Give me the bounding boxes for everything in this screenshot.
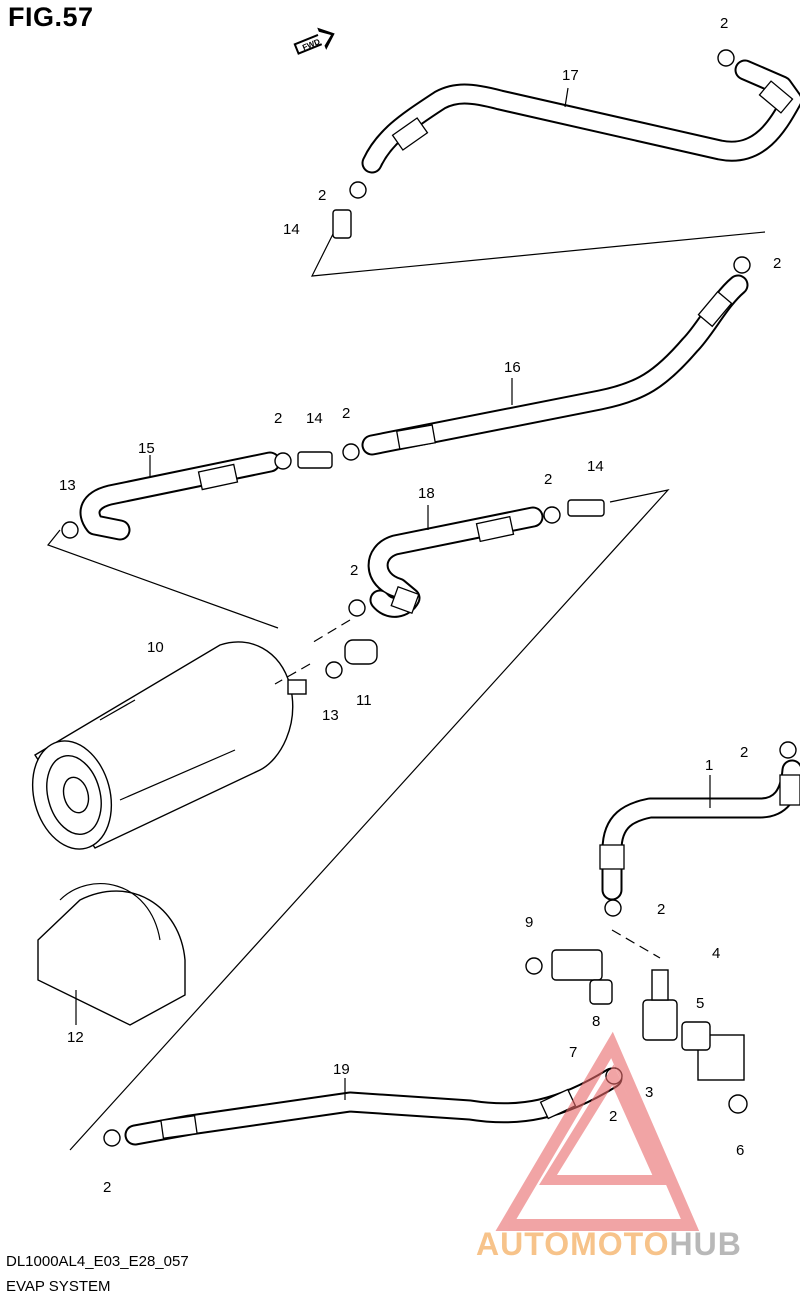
cap-11[interactable]	[344, 639, 378, 665]
clamp-2-upper[interactable]	[349, 181, 367, 199]
joint-14-upper[interactable]	[332, 209, 352, 239]
clamp-2-18-end[interactable]	[543, 506, 561, 524]
bracket-12[interactable]	[37, 883, 186, 1026]
callout-2d: 2	[274, 410, 282, 427]
clamp-2-hose1-top[interactable]	[779, 741, 797, 759]
joint-14-mid[interactable]	[297, 451, 333, 469]
hose-19[interactable]	[124, 1067, 623, 1146]
callout-2c: 2	[773, 255, 781, 272]
bracket-4[interactable]	[697, 1034, 745, 1081]
hose-16[interactable]	[361, 274, 749, 456]
cushion-8[interactable]	[589, 979, 613, 1005]
callout-8: 8	[592, 1013, 600, 1030]
clamp-2-hose1-bottom[interactable]	[604, 899, 622, 917]
section-name: EVAP SYSTEM	[6, 1278, 111, 1295]
callout-2h: 2	[740, 744, 748, 761]
callout-14a: 14	[283, 221, 300, 238]
fwd-label: FWD	[301, 37, 321, 52]
callout-10: 10	[147, 639, 164, 656]
callout-9: 9	[525, 914, 533, 931]
callout-17: 17	[562, 67, 579, 84]
callout-3: 3	[645, 1084, 653, 1101]
callout-2e: 2	[342, 405, 350, 422]
watermark-text-a: AUTOMOTO	[476, 1226, 670, 1262]
callout-2j: 2	[609, 1108, 617, 1125]
screw-9[interactable]	[525, 957, 543, 975]
callout-2g: 2	[350, 562, 358, 579]
joint-14-right[interactable]	[567, 499, 605, 517]
callout-13a: 13	[59, 477, 76, 494]
callout-6: 6	[736, 1142, 744, 1159]
leader-lines	[75, 87, 711, 1100]
canister-10[interactable]	[21, 641, 307, 858]
callout-16: 16	[504, 359, 521, 376]
callout-7: 7	[569, 1044, 577, 1061]
callout-2a: 2	[720, 15, 728, 32]
clamp-13-left[interactable]	[61, 521, 79, 539]
callout-2i: 2	[657, 901, 665, 918]
hose-15[interactable]	[79, 451, 281, 541]
cushion-5[interactable]	[681, 1021, 711, 1051]
figure-title: FIG.57	[8, 2, 94, 32]
reference-outline-mid	[47, 489, 670, 1151]
callout-2k: 2	[103, 1179, 111, 1196]
fwd-arrow-icon: FWD	[293, 27, 335, 55]
hose-18[interactable]	[367, 506, 544, 618]
watermark-text-b: HUB	[669, 1226, 742, 1262]
callout-18: 18	[418, 485, 435, 502]
hose-1[interactable]	[599, 759, 800, 901]
callout-2f: 2	[544, 471, 552, 488]
valve-3[interactable]	[642, 969, 678, 1041]
clamp-2-mid-left[interactable]	[274, 452, 292, 470]
callout-2b: 2	[318, 187, 326, 204]
callout-12: 12	[67, 1029, 84, 1046]
callout-15: 15	[138, 440, 155, 457]
clamp-2-16-end[interactable]	[733, 256, 751, 274]
callout-14c: 14	[587, 458, 604, 475]
bolt-6[interactable]	[728, 1094, 748, 1114]
watermark-logo-icon	[495, 1031, 700, 1231]
callout-11: 11	[356, 692, 372, 709]
callout-19: 19	[333, 1061, 350, 1078]
clamp-2-top-right[interactable]	[717, 49, 735, 67]
clamp-2-19-left[interactable]	[103, 1129, 121, 1147]
reference-outline-upper	[310, 229, 766, 277]
clamp-2-18-lower[interactable]	[348, 599, 366, 617]
watermark: AUTOMOTOHUB	[476, 1226, 742, 1263]
callout-14b: 14	[306, 410, 323, 427]
callout-13b: 13	[322, 707, 339, 724]
clamp-2-mid-right[interactable]	[342, 443, 360, 461]
callout-5: 5	[696, 995, 704, 1012]
callout-4: 4	[712, 945, 720, 962]
model-code: DL1000AL4_E03_E28_057	[6, 1253, 189, 1270]
clip-7[interactable]	[551, 949, 603, 981]
hose-17[interactable]	[361, 59, 800, 174]
clamp-13-canister[interactable]	[325, 661, 343, 679]
callout-1: 1	[705, 757, 713, 774]
